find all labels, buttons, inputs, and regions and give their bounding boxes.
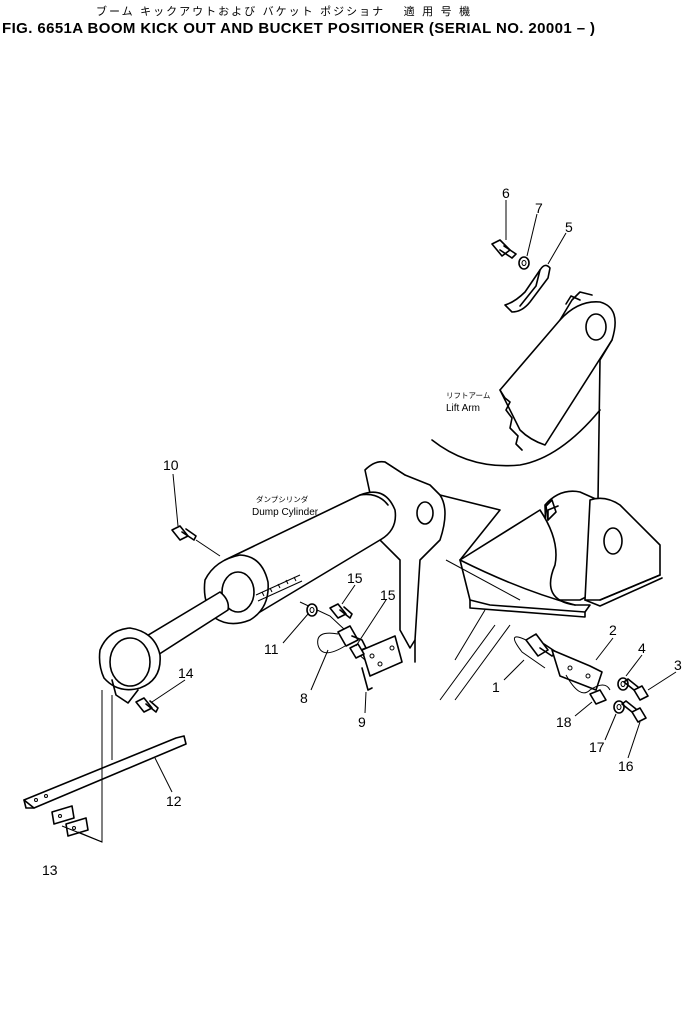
callout-13: 13: [42, 862, 58, 878]
part-6-bolt: [491, 239, 517, 259]
callout-8: 8: [300, 690, 308, 706]
part-14-bolt: [135, 697, 159, 713]
callout-9: 9: [358, 714, 366, 730]
callout-14: 14: [178, 665, 194, 681]
part-15-switch-lower: [589, 689, 607, 705]
callout-11: 11: [264, 641, 279, 657]
callout-3: 3: [674, 657, 682, 673]
callout-2: 2: [609, 622, 617, 638]
callout-1: 1: [492, 679, 500, 695]
part-11-washer: [306, 603, 318, 617]
dump-cylinder-label-jp: ダンプシリンダ: [256, 494, 309, 504]
callout-15-lower: 18: [556, 714, 572, 730]
part-10-bolt: [171, 525, 221, 557]
title-japanese: ブーム キックアウトおよび バケット ポジショナ 適 用 号 機: [96, 4, 472, 18]
dump-cylinder-label-en: Dump Cylinder: [252, 507, 319, 518]
callout-leaders: [151, 200, 677, 793]
part-16-bolt: [329, 603, 353, 619]
callout-7: 7: [535, 200, 543, 216]
dump-cylinder: [98, 491, 397, 704]
part-3-bolt: [623, 678, 649, 701]
part-9-bracket: [361, 635, 403, 691]
callout-10: 10: [163, 457, 179, 473]
lift-arm-label-en: Lift Arm: [446, 403, 480, 414]
callout-17: 16: [618, 758, 634, 774]
part-8-proximity-switch: [317, 625, 367, 661]
part-12-rod: [23, 735, 187, 809]
callout-6: 6: [502, 185, 510, 201]
part-2-bracket: [551, 649, 611, 694]
part-5-cam-plate: [504, 264, 551, 313]
callout-5: 5: [565, 219, 573, 235]
callout-4: 4: [638, 640, 646, 656]
part-7-washer: [518, 256, 530, 270]
part-15-switch-upper: [349, 643, 365, 659]
lift-arm: [431, 291, 663, 701]
callout-18: 17: [589, 739, 605, 755]
callout-12: 12: [166, 793, 182, 809]
title-english: FIG. 6651A BOOM KICK OUT AND BUCKET POSI…: [2, 20, 595, 37]
callout-16: 15: [347, 570, 363, 586]
part-13-plates: [51, 805, 89, 837]
part-17-bolt: [621, 700, 647, 723]
part-1-proximity-switch: [514, 633, 557, 669]
lift-arm-label-jp: リフトアーム: [446, 391, 490, 400]
callout-15-upper: 15: [380, 587, 396, 603]
